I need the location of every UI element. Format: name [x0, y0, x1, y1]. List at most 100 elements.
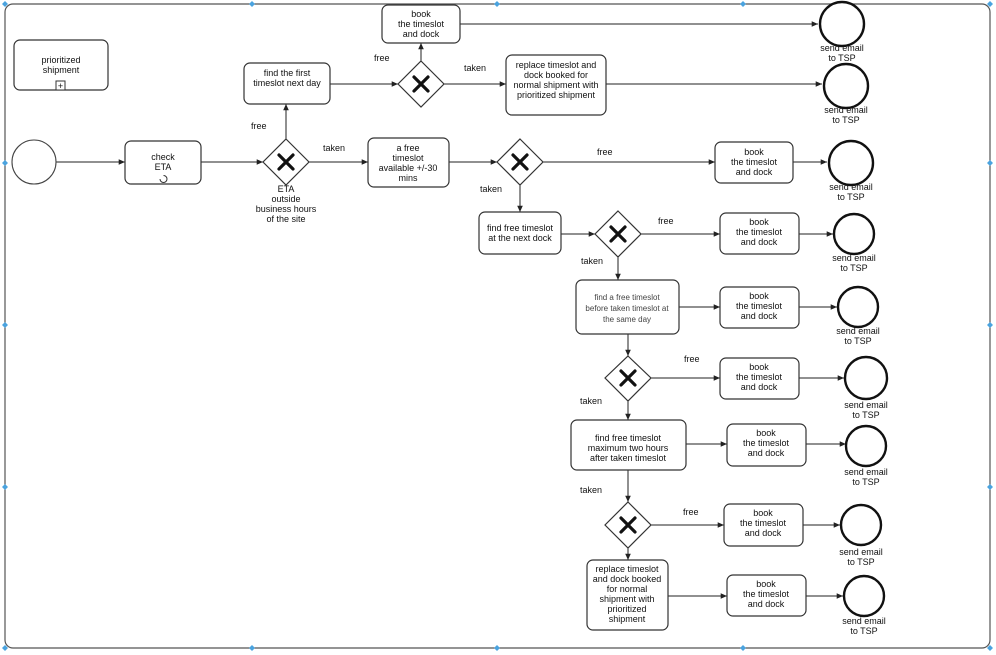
- gateway-next-dock[interactable]: [594, 210, 642, 258]
- handle-left-3[interactable]: [2, 484, 8, 490]
- svg-text:mins: mins: [398, 173, 418, 183]
- svg-text:send email: send email: [836, 326, 880, 336]
- handle-top-1[interactable]: [249, 1, 255, 7]
- flow-label-taken: taken: [480, 184, 502, 194]
- gateway-two-hours[interactable]: [604, 501, 652, 549]
- svg-text:find free timeslot: find free timeslot: [487, 223, 554, 233]
- task-find-first-next-day[interactable]: find the first timeslot next day: [243, 62, 331, 105]
- task-replace-top[interactable]: replace timeslot and dock booked for nor…: [505, 54, 607, 116]
- svg-text:the timeslot: the timeslot: [736, 301, 783, 311]
- gateway-30-mins[interactable]: [496, 138, 544, 186]
- handle-bottom-1[interactable]: [249, 645, 255, 651]
- expand-marker-icon[interactable]: [55, 80, 66, 91]
- svg-text:book: book: [749, 291, 769, 301]
- task-find-next-dock[interactable]: find free timeslot at the next dock: [478, 211, 562, 255]
- end-event-9[interactable]: send email to TSP: [842, 574, 886, 636]
- svg-text:the timeslot: the timeslot: [398, 19, 445, 29]
- svg-text:to TSP: to TSP: [844, 336, 871, 346]
- handle-left-2[interactable]: [2, 322, 8, 328]
- gateway-before-taken[interactable]: [604, 355, 652, 402]
- handle-top-left[interactable]: [2, 1, 8, 7]
- handle-right-2[interactable]: [987, 322, 993, 328]
- task-book-6[interactable]: book the timeslot and dock: [723, 503, 804, 547]
- start-event[interactable]: [11, 139, 57, 185]
- handle-right-3[interactable]: [987, 484, 993, 490]
- task-book-5[interactable]: book the timeslot and dock: [726, 423, 807, 467]
- task-book-7[interactable]: book the timeslot and dock: [726, 574, 807, 617]
- handle-top-3[interactable]: [740, 1, 746, 7]
- handle-top-right[interactable]: [987, 1, 993, 7]
- svg-text:the timeslot: the timeslot: [743, 438, 790, 448]
- task-book-top[interactable]: book the timeslot and dock: [381, 4, 461, 44]
- task-replace-bottom[interactable]: replace timeslot and dock booked for nor…: [586, 559, 669, 631]
- svg-text:to TSP: to TSP: [850, 626, 877, 636]
- task-find-two-hours[interactable]: find free timeslot maximum two hours aft…: [570, 419, 687, 471]
- svg-text:shipment: shipment: [609, 614, 646, 624]
- svg-text:prioritized shipment: prioritized shipment: [517, 90, 596, 100]
- handle-bottom-right[interactable]: [987, 645, 993, 651]
- svg-text:send email: send email: [824, 105, 868, 115]
- svg-text:and dock booked: and dock booked: [593, 574, 662, 584]
- svg-text:book: book: [744, 147, 764, 157]
- svg-text:and dock: and dock: [403, 29, 440, 39]
- flow-label-free: free: [374, 53, 390, 63]
- flow-label-free: free: [597, 147, 613, 157]
- svg-text:find a free timeslot: find a free timeslot: [594, 293, 660, 302]
- gateway-eta[interactable]: [262, 138, 310, 186]
- svg-text:and dock: and dock: [748, 599, 785, 609]
- end-event-7[interactable]: send email to TSP: [844, 424, 888, 487]
- task-find-before-taken[interactable]: find a free timeslot before taken timesl…: [575, 279, 680, 335]
- loop-marker-icon: [159, 175, 168, 183]
- task-book-1[interactable]: book the timeslot and dock: [714, 141, 794, 184]
- svg-text:book: book: [749, 217, 769, 227]
- svg-text:a free: a free: [396, 143, 419, 153]
- flow-label-taken: taken: [580, 396, 602, 406]
- end-event-6[interactable]: send email to TSP: [843, 355, 889, 420]
- subprocess-label-line: prioritized: [41, 55, 80, 65]
- svg-text:send email: send email: [832, 253, 876, 263]
- handle-left-1[interactable]: [2, 160, 8, 166]
- svg-text:send email: send email: [839, 547, 883, 557]
- handle-right-1[interactable]: [987, 160, 993, 166]
- svg-text:ETA: ETA: [278, 184, 295, 194]
- svg-text:to TSP: to TSP: [840, 263, 867, 273]
- svg-text:at the next dock: at the next dock: [488, 233, 552, 243]
- gateway-next-day[interactable]: [397, 60, 445, 108]
- svg-text:and dock: and dock: [741, 382, 778, 392]
- gateway-eta-label: ETA outside business hours of the site: [256, 184, 317, 224]
- task-free-timeslot-30[interactable]: a free timeslot available +/-30 mins: [367, 137, 450, 188]
- svg-text:book: book: [756, 428, 776, 438]
- task-book-3[interactable]: book the timeslot and dock: [719, 286, 800, 329]
- svg-text:send email: send email: [844, 467, 888, 477]
- end-event-3[interactable]: send email to TSP: [827, 139, 875, 202]
- task-check-eta[interactable]: check ETA: [124, 140, 202, 185]
- svg-text:dock booked for: dock booked for: [524, 70, 588, 80]
- svg-text:send email: send email: [844, 400, 888, 410]
- subprocess-prioritized-shipment[interactable]: prioritized shipment +: [13, 39, 109, 91]
- end-event-8[interactable]: send email to TSP: [839, 503, 883, 567]
- end-event-5[interactable]: send email to TSP: [836, 285, 880, 346]
- handle-top-2[interactable]: [494, 1, 500, 7]
- handle-bottom-2[interactable]: [494, 645, 500, 651]
- flow-label-taken: taken: [464, 63, 486, 73]
- handle-bottom-left[interactable]: [2, 645, 8, 651]
- flow-label-free: free: [658, 216, 674, 226]
- svg-text:replace timeslot and: replace timeslot and: [516, 60, 597, 70]
- svg-text:the timeslot: the timeslot: [743, 589, 790, 599]
- svg-text:outside: outside: [271, 194, 300, 204]
- svg-text:to TSP: to TSP: [852, 410, 879, 420]
- svg-text:after taken timeslot: after taken timeslot: [590, 453, 667, 463]
- svg-text:before taken timeslot at: before taken timeslot at: [585, 304, 669, 313]
- end-event-1[interactable]: send email to TSP: [818, 0, 866, 63]
- svg-text:the timeslot: the timeslot: [736, 372, 783, 382]
- svg-text:send email: send email: [820, 43, 864, 53]
- task-book-2[interactable]: book the timeslot and dock: [719, 212, 800, 255]
- end-event-2[interactable]: send email to TSP: [822, 62, 870, 125]
- end-event-4[interactable]: send email to TSP: [832, 212, 876, 273]
- task-book-4[interactable]: book the timeslot and dock: [719, 357, 800, 400]
- svg-text:for normal: for normal: [607, 584, 648, 594]
- handle-bottom-3[interactable]: [740, 645, 746, 651]
- flow-label-free: free: [684, 354, 700, 364]
- svg-text:book: book: [411, 9, 431, 19]
